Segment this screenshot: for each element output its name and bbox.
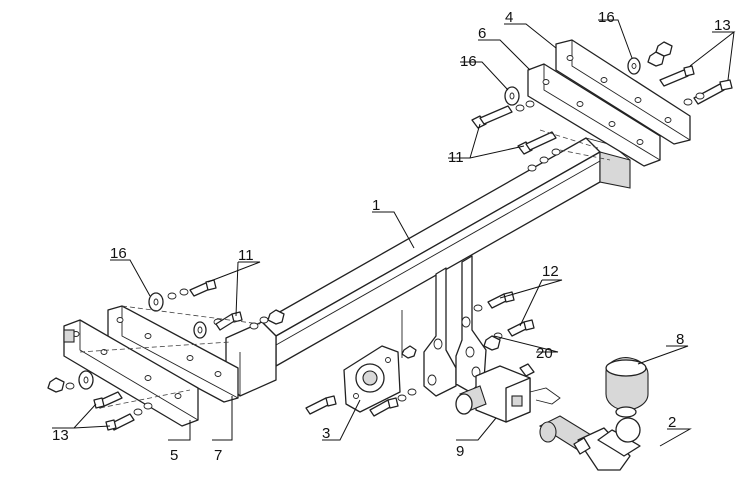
callout-13-right: 13 bbox=[714, 17, 731, 34]
bolts-right-11 bbox=[471, 100, 561, 172]
bolts-12 bbox=[473, 291, 535, 351]
bolts-right-13 bbox=[659, 65, 733, 106]
leader-lines bbox=[52, 19, 736, 447]
callout-7: 7 bbox=[214, 447, 222, 464]
callout-6: 6 bbox=[478, 25, 486, 42]
callout-13-left: 13 bbox=[52, 427, 69, 444]
callout-4: 4 bbox=[505, 9, 513, 26]
right-bracket-6 bbox=[527, 63, 661, 167]
callout-3: 3 bbox=[322, 425, 330, 442]
right-bracket-4 bbox=[555, 39, 691, 145]
callout-9: 9 bbox=[456, 443, 464, 460]
bolts-left-13 bbox=[47, 370, 153, 431]
washers-left-16 bbox=[148, 288, 223, 339]
callout-12: 12 bbox=[542, 263, 559, 280]
callout-20: 20 bbox=[536, 345, 553, 362]
callout-16-middle: 16 bbox=[460, 53, 477, 70]
socket-plate bbox=[305, 345, 417, 417]
callout-11-left: 11 bbox=[238, 247, 254, 264]
center-drop-plates bbox=[401, 255, 487, 397]
alignment-lines bbox=[79, 129, 611, 409]
bolts-left-11 bbox=[189, 279, 285, 331]
callout-1: 1 bbox=[372, 197, 380, 214]
callout-16-left: 16 bbox=[110, 245, 127, 262]
callout-11-right: 11 bbox=[448, 149, 464, 166]
callout-8: 8 bbox=[676, 331, 684, 348]
callout-5: 5 bbox=[170, 447, 178, 464]
callout-16-right: 16 bbox=[598, 9, 615, 26]
tow-ball-neck bbox=[538, 415, 641, 471]
callout-labels: 1 2 3 4 5 6 7 8 9 11 11 12 13 13 16 16 1… bbox=[52, 9, 731, 464]
callout-2: 2 bbox=[668, 414, 676, 431]
electrical-socket bbox=[455, 363, 561, 423]
ball-cover bbox=[605, 357, 649, 418]
washers-right-16 bbox=[504, 41, 673, 106]
